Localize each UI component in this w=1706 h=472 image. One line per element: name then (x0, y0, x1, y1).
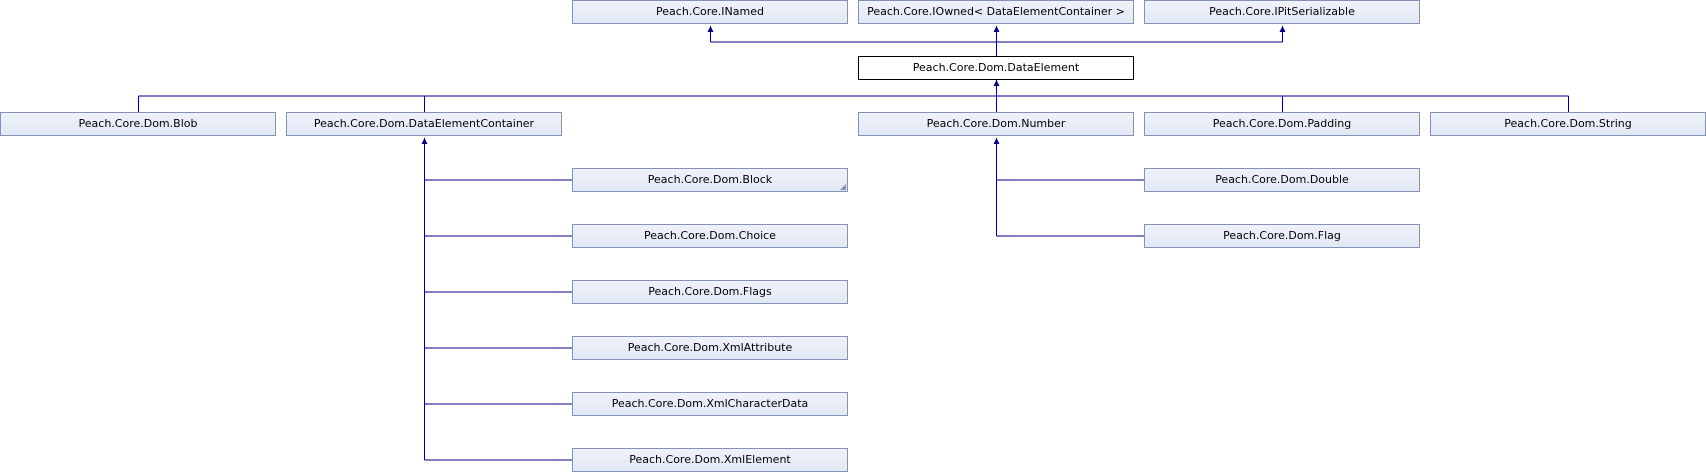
edge-dataelement-to-interfaces (710, 26, 1283, 56)
node-number[interactable]: Peach.Core.Dom.Number (858, 112, 1134, 136)
collapsed-indicator-icon (840, 184, 846, 190)
node-choice[interactable]: Peach.Core.Dom.Choice (572, 224, 848, 248)
node-dataelementcontainer[interactable]: Peach.Core.Dom.DataElementContainer (286, 112, 562, 136)
arrowhead-dataelement (993, 80, 1000, 86)
edge-number-subtree (996, 138, 1144, 237)
node-block[interactable]: Peach.Core.Dom.Block (572, 168, 848, 192)
node-xmlattribute[interactable]: Peach.Core.Dom.XmlAttribute (572, 336, 848, 360)
node-xmlcharacterdata[interactable]: Peach.Core.Dom.XmlCharacterData (572, 392, 848, 416)
node-flags[interactable]: Peach.Core.Dom.Flags (572, 280, 848, 304)
arrowhead-iowned (993, 26, 1000, 32)
edge-container-subtree (424, 138, 572, 461)
arrowhead-ipitserializable (1279, 26, 1286, 32)
node-string[interactable]: Peach.Core.Dom.String (1430, 112, 1706, 136)
arrowhead-inamed (707, 26, 714, 32)
node-ipitserializable[interactable]: Peach.Core.IPitSerializable (1144, 0, 1420, 24)
node-dataelement-current: Peach.Core.Dom.DataElement (858, 56, 1134, 80)
node-inamed[interactable]: Peach.Core.INamed (572, 0, 848, 24)
node-double[interactable]: Peach.Core.Dom.Double (1144, 168, 1420, 192)
node-padding[interactable]: Peach.Core.Dom.Padding (1144, 112, 1420, 136)
arrowhead-dataelementcontainer (421, 138, 428, 144)
node-iowned[interactable]: Peach.Core.IOwned< DataElementContainer … (858, 0, 1134, 24)
node-xmlelement[interactable]: Peach.Core.Dom.XmlElement (572, 448, 848, 472)
node-block-label: Peach.Core.Dom.Block (647, 173, 773, 186)
node-blob[interactable]: Peach.Core.Dom.Blob (0, 112, 276, 136)
arrowhead-number (993, 138, 1000, 144)
node-flag[interactable]: Peach.Core.Dom.Flag (1144, 224, 1420, 248)
edge-children-to-dataelement (138, 80, 1569, 112)
